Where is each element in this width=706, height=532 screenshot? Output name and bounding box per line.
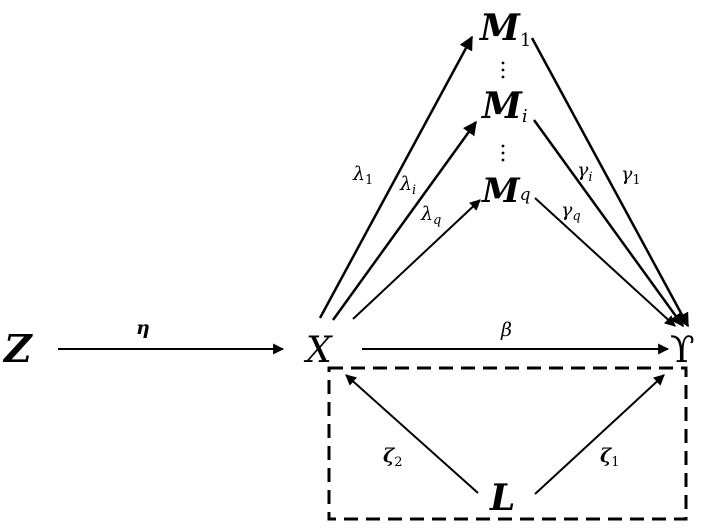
label-zeta1: ζ1 <box>600 445 620 470</box>
confounder-dashed-box <box>327 366 688 521</box>
label-lambda1: λ1 <box>352 163 373 188</box>
edge-mi-to-y <box>532 119 685 328</box>
node-l: L <box>489 477 515 519</box>
edge-m1-to-y <box>530 37 690 328</box>
edge-x-to-mi <box>331 120 478 321</box>
mediator-ellipsis-lower <box>501 144 505 162</box>
label-eta: η <box>136 317 150 339</box>
node-y: ϒ <box>670 330 695 371</box>
label-gammai: γi <box>577 159 593 185</box>
label-beta: β <box>500 319 512 341</box>
node-z: Z <box>2 326 33 371</box>
label-zeta2: ζ2 <box>383 445 403 470</box>
node-m1: M1 <box>478 7 531 51</box>
label-lambdai: λi <box>399 173 416 198</box>
label-gamma1: γ1 <box>621 163 641 188</box>
edge-x-to-mq <box>352 199 481 320</box>
edge-x-to-m1 <box>318 35 474 319</box>
node-mq: Mq <box>481 171 531 211</box>
edge-l-to-x <box>345 374 479 494</box>
label-lambdaq: λq <box>420 203 441 228</box>
edge-l-to-y <box>534 374 665 495</box>
label-gammaq: γq <box>561 199 581 224</box>
node-x: X <box>303 330 333 371</box>
mediator-ellipsis-upper <box>501 61 505 79</box>
node-mi: Mi <box>480 85 528 127</box>
edge-mq-to-y <box>534 197 676 327</box>
